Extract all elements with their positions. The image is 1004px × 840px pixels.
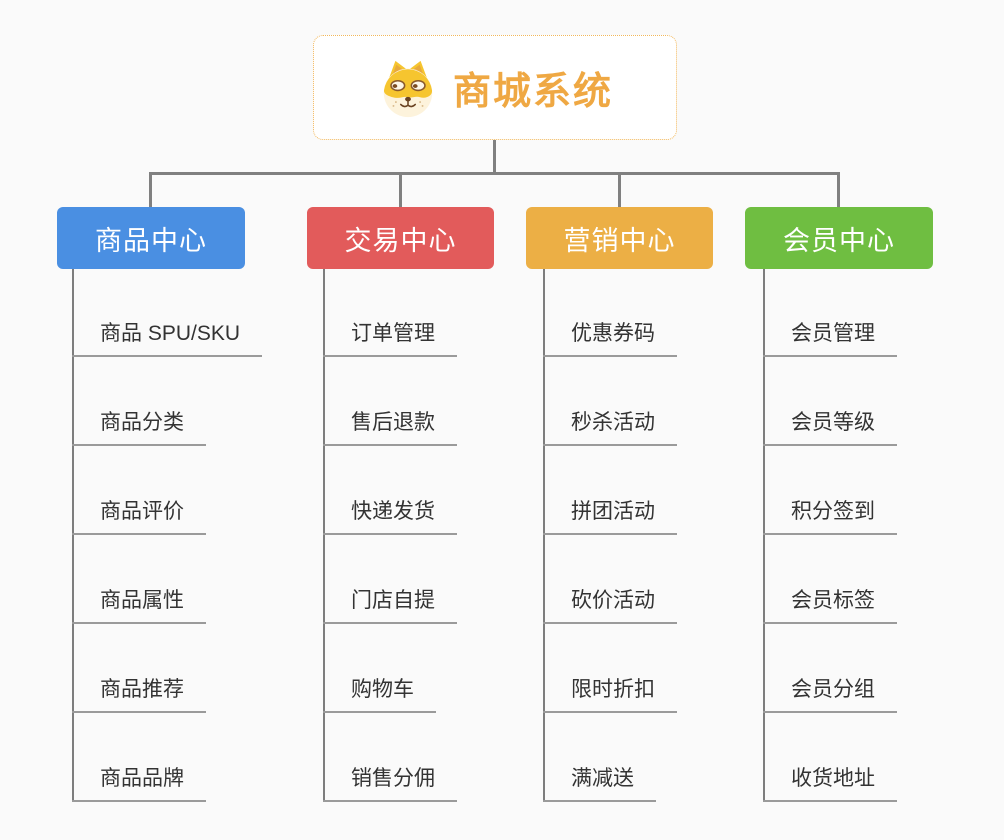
leaf-node[interactable]: 商品 SPU/SKU xyxy=(72,317,263,357)
leaf-node[interactable]: 会员分组 xyxy=(763,673,897,713)
leaf-node[interactable]: 快递发货 xyxy=(323,495,457,535)
connector-root-stem xyxy=(493,140,496,175)
leaf-node[interactable]: 砍价活动 xyxy=(543,584,677,624)
leaf-node[interactable]: 商品属性 xyxy=(72,584,206,624)
leaf-node[interactable]: 商品分类 xyxy=(72,406,206,446)
leaf-node[interactable]: 销售分佣 xyxy=(323,762,457,802)
branch-member-center[interactable]: 会员中心 xyxy=(745,207,933,269)
leaf-node[interactable]: 积分签到 xyxy=(763,495,897,535)
connector-drop-4 xyxy=(837,172,840,208)
leaf-node[interactable]: 收货地址 xyxy=(763,762,897,802)
root-title: 商城系统 xyxy=(452,71,613,113)
leaf-node[interactable]: 售后退款 xyxy=(323,406,457,446)
leaf-node[interactable]: 限时折扣 xyxy=(543,673,677,713)
leaf-node[interactable]: 门店自提 xyxy=(323,584,457,624)
leaf-node[interactable]: 商品推荐 xyxy=(72,673,206,713)
branch-marketing-center[interactable]: 营销中心 xyxy=(526,207,713,269)
leaf-node[interactable]: 商品品牌 xyxy=(72,762,206,802)
leaf-node[interactable]: 拼团活动 xyxy=(543,495,677,535)
branch-product-center[interactable]: 商品中心 xyxy=(57,207,245,269)
root-node[interactable]: 商城系统 xyxy=(313,35,677,140)
connector-drop-3 xyxy=(618,172,621,208)
leaf-node[interactable]: 会员管理 xyxy=(763,317,897,357)
connector-drop-1 xyxy=(149,172,152,208)
branch-trade-center[interactable]: 交易中心 xyxy=(307,207,494,269)
leaf-node[interactable]: 会员标签 xyxy=(763,584,897,624)
leaf-node[interactable]: 购物车 xyxy=(323,673,436,713)
leaf-node[interactable]: 订单管理 xyxy=(323,317,457,357)
leaf-node[interactable]: 满减送 xyxy=(543,762,656,802)
leaf-node[interactable]: 秒杀活动 xyxy=(543,406,677,446)
shiba-dog-icon xyxy=(383,60,433,117)
connector-drop-2 xyxy=(399,172,402,208)
leaf-node[interactable]: 会员等级 xyxy=(763,406,897,446)
connector-horizontal xyxy=(149,172,840,175)
leaf-node[interactable]: 商品评价 xyxy=(72,495,206,535)
leaf-node[interactable]: 优惠券码 xyxy=(543,317,677,357)
